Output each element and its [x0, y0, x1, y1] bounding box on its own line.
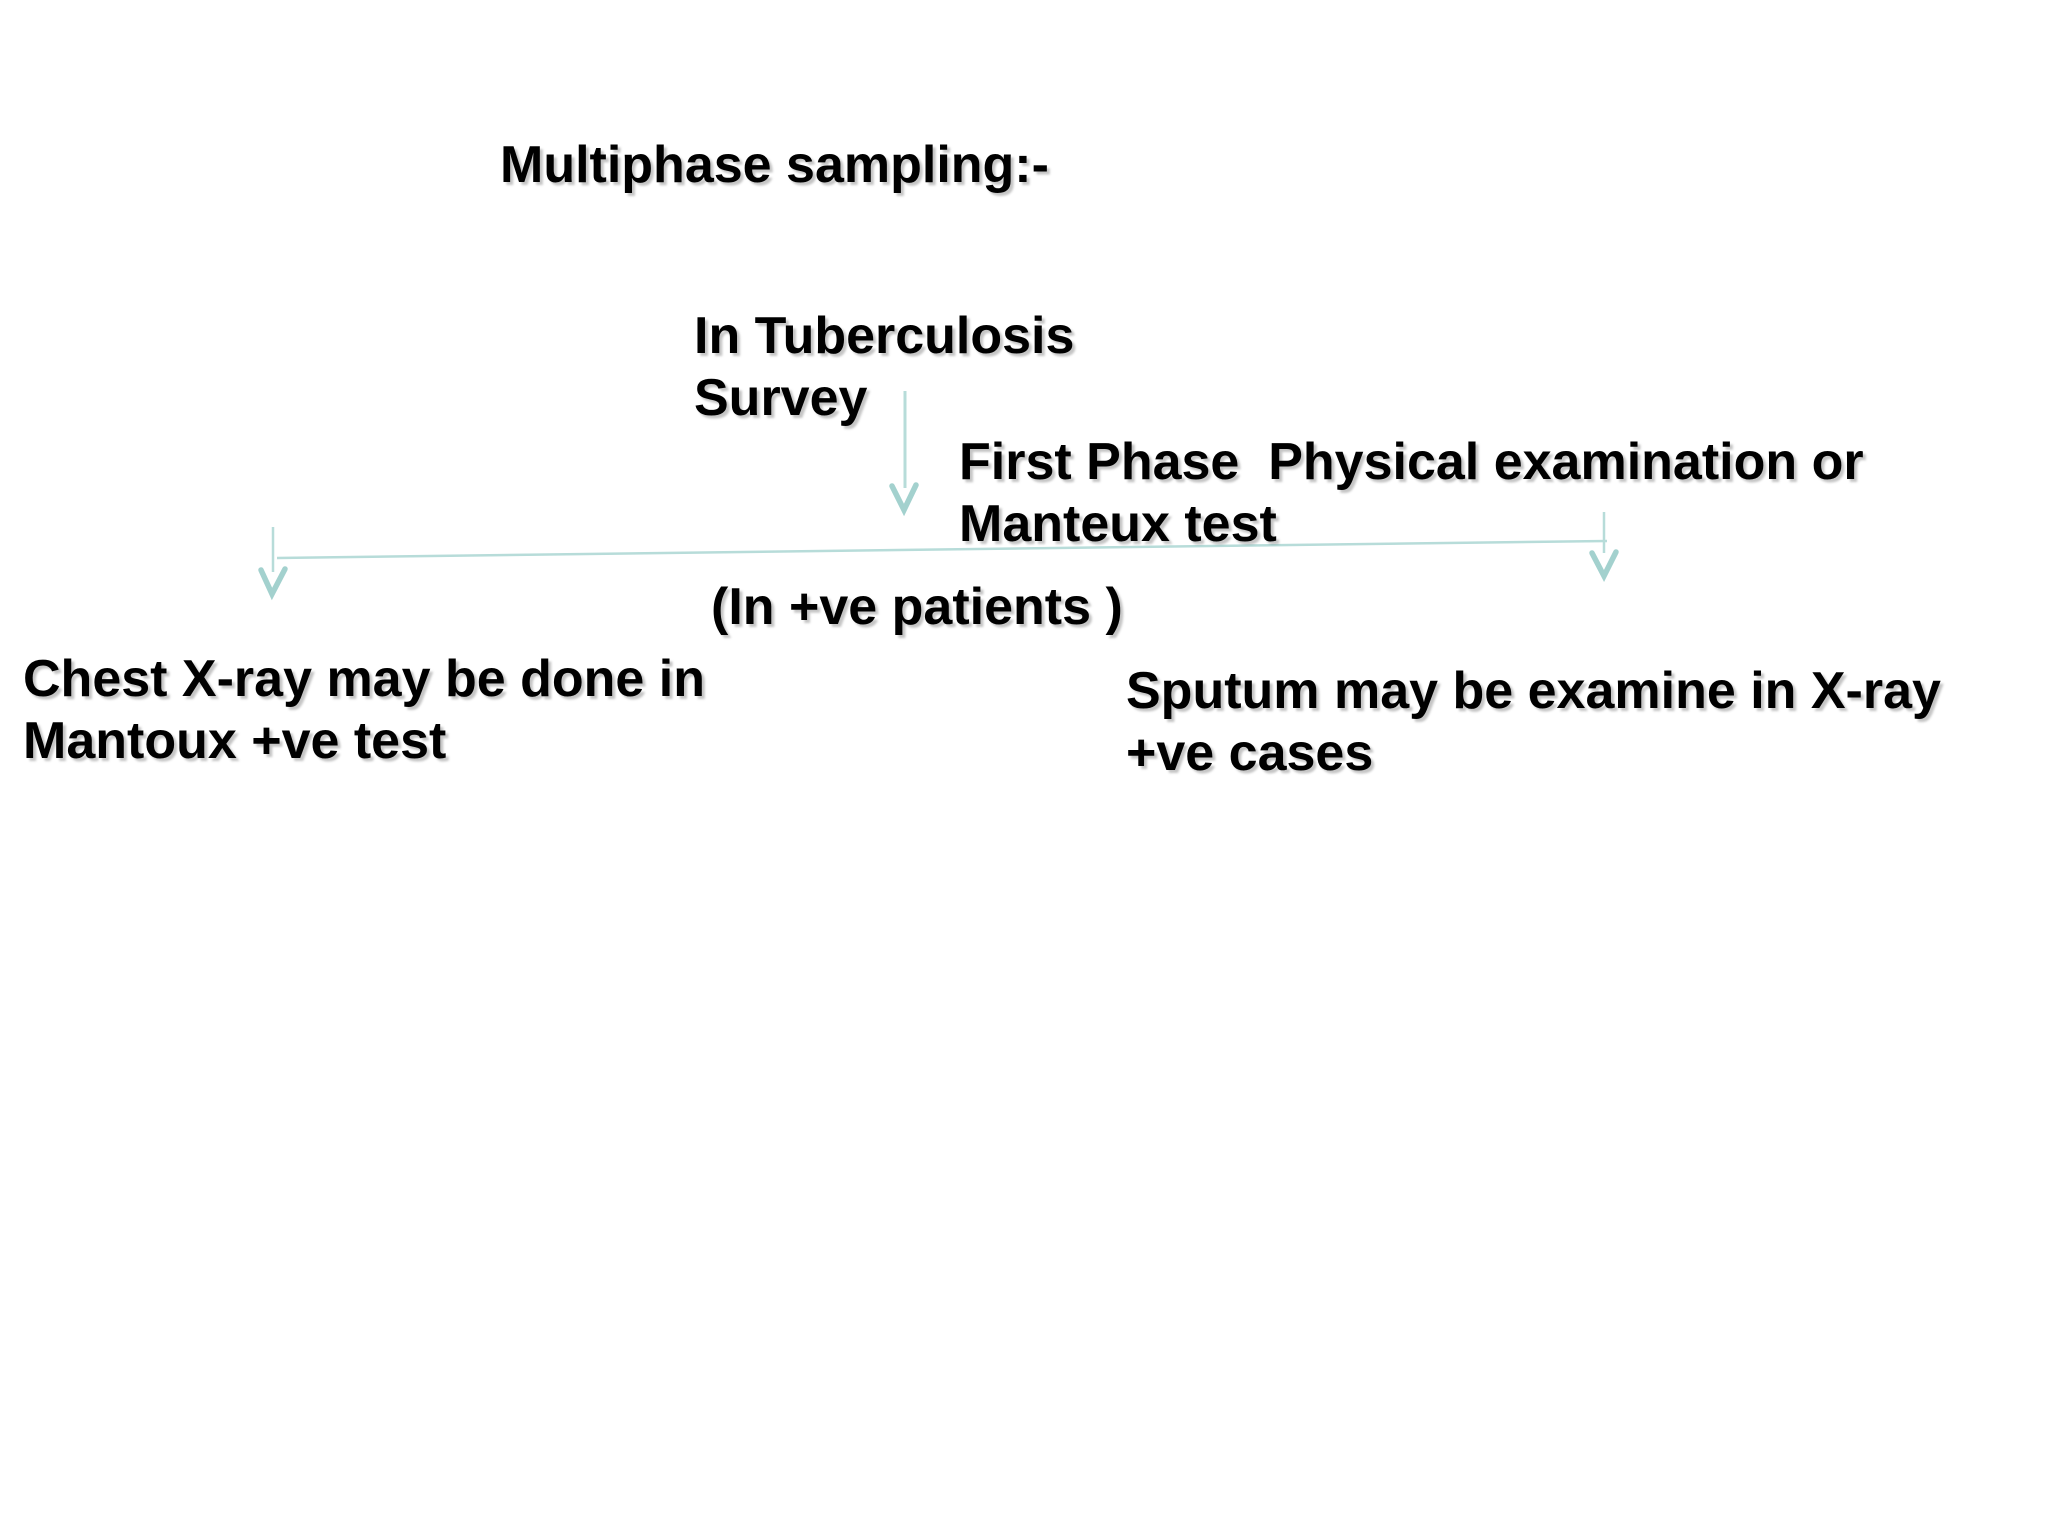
- survey-label: In Tuberculosis Survey: [694, 307, 1075, 427]
- left-outcome-label: Chest X-ray may be done in Mantoux +ve t…: [23, 650, 705, 770]
- slide-title: Multiphase sampling:-: [500, 136, 1049, 194]
- right-outcome-label: Sputum may be examine in X-ray +ve cases: [1126, 662, 1941, 782]
- left-branch-arrow-icon: [258, 527, 288, 601]
- first-phase-label: First Phase Physical examination or Mant…: [959, 433, 1864, 553]
- patients-note: (In +ve patients ): [711, 578, 1123, 636]
